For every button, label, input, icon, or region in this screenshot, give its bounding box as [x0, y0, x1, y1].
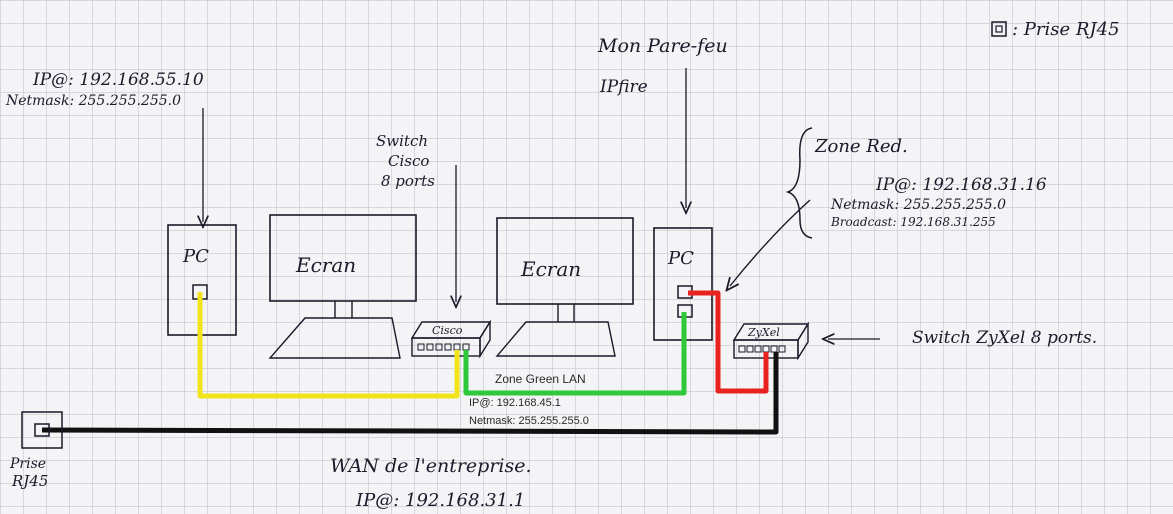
wan-title: WAN de l'entreprise.: [330, 455, 532, 477]
pc-left-ip: IP@: 192.168.55.10: [32, 70, 204, 90]
zone-red-ip: IP@: 192.168.31.16: [875, 175, 1047, 195]
pc-firewall-label: PC: [667, 248, 694, 269]
pc-left-label: PC: [182, 246, 209, 267]
pc-left-netmask: Netmask: 255.255.255.0: [5, 93, 181, 109]
switch-zyxel-label: ZyXel: [747, 326, 780, 339]
zone-red-broadcast: Broadcast: 192.168.31.255: [830, 215, 996, 229]
wall-socket-label-2: RJ45: [11, 472, 48, 490]
legend-text: : Prise RJ45: [1012, 19, 1120, 40]
zone-red-netmask: Netmask: 255.255.255.0: [830, 197, 1006, 213]
zone-green-ip: IP@: 192.168.45.1: [469, 397, 561, 409]
zone-green-title: Zone Green LAN: [495, 372, 586, 386]
switch-cisco-title-2: Cisco: [388, 152, 429, 170]
switch-cisco-title-1: Switch: [376, 132, 428, 150]
switch-zyxel-caption: Switch ZyXel 8 ports.: [912, 328, 1097, 348]
screen-left-label: Ecran: [295, 253, 356, 277]
zone-red-title: Zone Red.: [814, 136, 908, 157]
screen-right-label: Ecran: [520, 257, 581, 281]
wan-ip: IP@: 192.168.31.1: [355, 490, 525, 511]
firewall-title-1: Mon Pare-feu: [597, 35, 728, 57]
switch-cisco-label: Cisco: [432, 324, 463, 337]
legend: : Prise RJ45: [992, 19, 1120, 40]
switch-cisco-title-3: 8 ports: [381, 172, 435, 190]
zone-green-netmask: Netmask: 255.255.255.0: [469, 415, 589, 427]
firewall-title-2: IPfire: [599, 77, 648, 97]
wall-socket-label-1: Prise: [9, 456, 46, 472]
